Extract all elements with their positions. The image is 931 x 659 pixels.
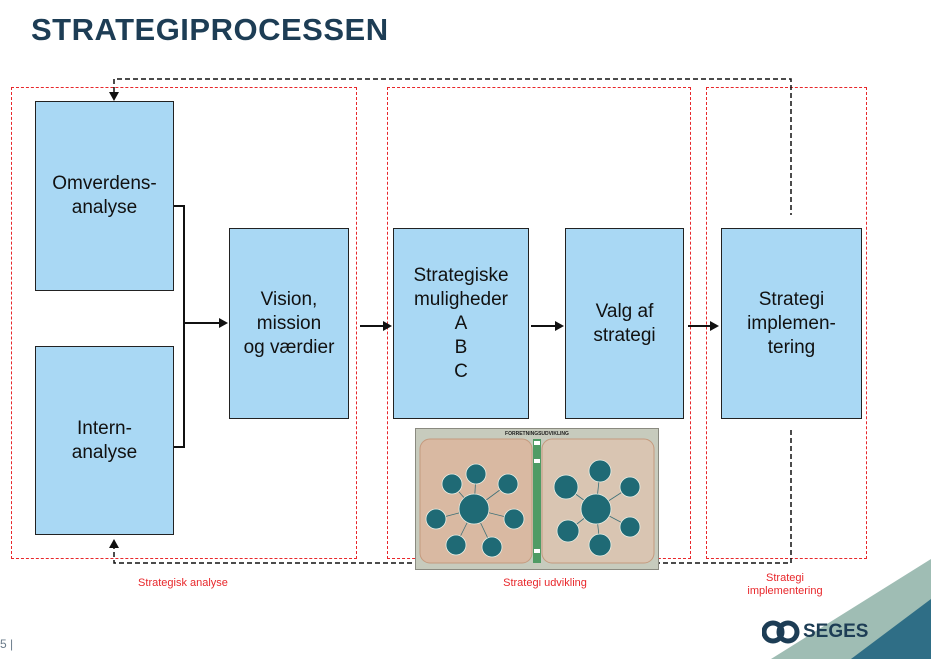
- box-vision-label: Vision, mission og værdier: [243, 288, 335, 358]
- region-strategic-analysis: [11, 87, 357, 559]
- region-strategy-implementation: [706, 87, 867, 559]
- feedback-arrowhead-bottom: [109, 539, 119, 548]
- thumbnail-title: FORRETNINGSUDVIKLING: [505, 431, 569, 437]
- page-title: STRATEGIPROCESSEN: [31, 12, 389, 47]
- box-strategiske-muligheder: Strategiske muligheder A B C: [393, 228, 529, 419]
- arrowhead-analysis-to-vision: [219, 318, 228, 328]
- corner-decoration: [771, 559, 931, 659]
- thumbnail-diagram: [419, 438, 655, 564]
- caption-strategy-development: Strategi udvikling: [503, 577, 587, 589]
- box-internanalyse-label: Intern- analyse: [71, 417, 138, 463]
- arrowhead-muligheder-to-valg: [555, 321, 564, 331]
- arrowhead-vision-to-muligheder: [383, 321, 392, 331]
- feedback-loop-bottom: [113, 430, 792, 564]
- box-omverdensanalyse: Omverdens- analyse: [35, 101, 174, 291]
- box-internanalyse: Intern- analyse: [35, 346, 174, 535]
- arrow-valg-to-implementering: [688, 325, 711, 327]
- feedback-loop-top: [113, 78, 792, 215]
- caption-strategic-analysis: Strategisk analyse: [138, 577, 228, 589]
- box-vision: Vision, mission og værdier: [229, 228, 349, 419]
- arrow-analysis-to-vision: [184, 322, 220, 324]
- page-number: 5 |: [0, 637, 14, 651]
- business-development-thumbnail: FORRETNINGSUDVIKLING: [415, 428, 659, 570]
- box-strategi-implementering: Strategi implemen- tering: [721, 228, 862, 419]
- feedback-arrowhead-top: [109, 92, 119, 101]
- box-valg-af-strategi-label: Valg af strategi: [593, 300, 656, 346]
- box-omverdensanalyse-label: Omverdens- analyse: [52, 173, 157, 218]
- arrowhead-valg-to-implementering: [710, 321, 719, 331]
- box-strategiske-muligheder-label: Strategiske muligheder A B C: [413, 264, 509, 382]
- analysis-bracket: [173, 205, 185, 448]
- arrow-muligheder-to-valg: [531, 325, 556, 327]
- box-valg-af-strategi: Valg af strategi: [565, 228, 684, 419]
- caption-strategy-implementation: Strategi implementering: [747, 572, 823, 597]
- arrow-vision-to-muligheder: [360, 325, 384, 327]
- seges-logo-text: SEGES: [803, 621, 869, 642]
- box-strategi-implementering-label: Strategi implemen- tering: [747, 288, 836, 358]
- seges-logo: SEGES: [762, 620, 868, 644]
- seges-logo-icon: [762, 620, 800, 644]
